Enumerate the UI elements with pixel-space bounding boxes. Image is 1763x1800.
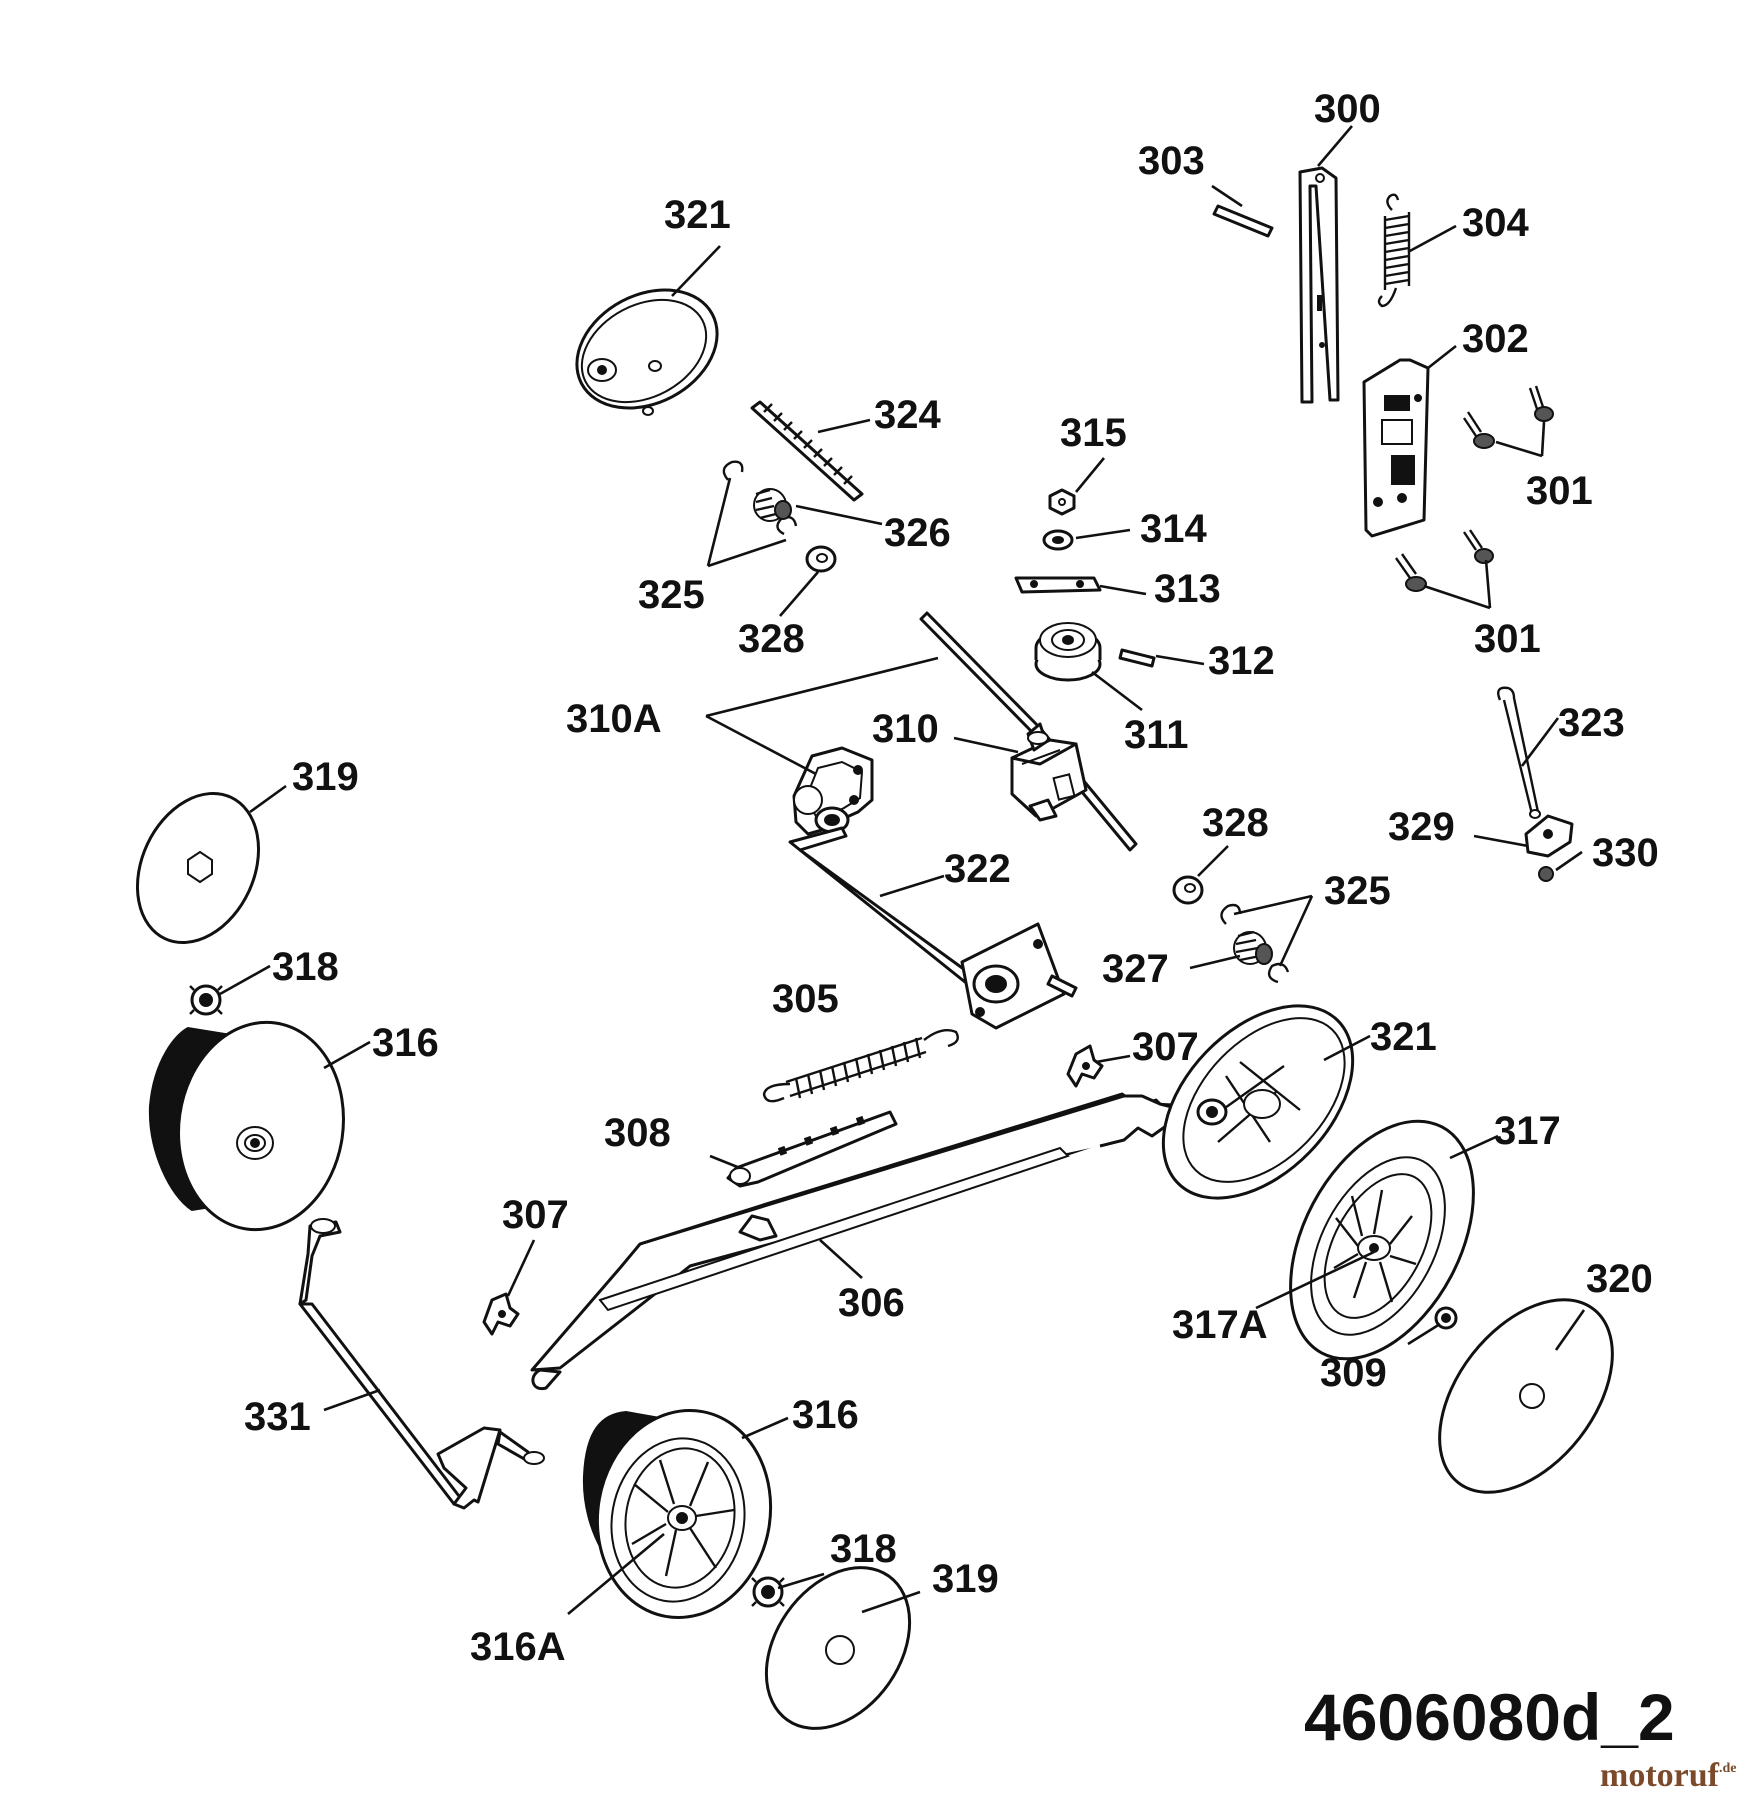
callout-313: 313 — [1154, 567, 1221, 611]
part-318-nut-bottom — [751, 1576, 785, 1608]
callout-328-top: 328 — [738, 617, 805, 661]
part-307-clip-left — [482, 1292, 520, 1336]
callout-300: 300 — [1314, 87, 1381, 131]
callout-324: 324 — [874, 393, 941, 437]
leader-lines — [219, 125, 1586, 1615]
callout-318-left: 318 — [272, 945, 339, 989]
part-330-nut — [1538, 866, 1554, 882]
callout-307-right: 307 — [1132, 1025, 1199, 1069]
callout-316a: 316A — [470, 1625, 566, 1669]
part-318-nut-left — [189, 984, 223, 1016]
callout-329: 329 — [1388, 805, 1455, 849]
callout-301-upper: 301 — [1526, 469, 1593, 513]
part-310a-plate — [792, 746, 874, 836]
callout-316-bottom: 316 — [792, 1393, 859, 1437]
part-320-hubcap-right — [1438, 1298, 1614, 1494]
part-302-plate — [1362, 358, 1430, 538]
callout-309: 309 — [1320, 1351, 1387, 1395]
callout-330: 330 — [1592, 831, 1659, 875]
part-317-wheel-right — [1289, 1119, 1475, 1361]
callout-321-mid: 321 — [1370, 1015, 1437, 1059]
part-300-bracket — [1298, 166, 1340, 404]
callout-316-left: 316 — [372, 1021, 439, 1065]
callout-307-left: 307 — [502, 1193, 569, 1237]
part-306-adjust-rail — [530, 1092, 1202, 1391]
part-310-gearbox — [919, 611, 1138, 852]
part-322-link-rod — [788, 826, 1078, 1030]
callout-310a: 310A — [566, 697, 662, 741]
callout-314: 314 — [1140, 507, 1207, 551]
callout-331: 331 — [244, 1395, 311, 1439]
callout-308: 308 — [604, 1111, 671, 1155]
watermark-suffix: .de — [1719, 1761, 1737, 1776]
part-331-axle — [298, 1218, 545, 1510]
callout-311: 311 — [1124, 713, 1189, 757]
part-329-plate — [1524, 814, 1574, 858]
part-328-washer-top — [805, 545, 837, 573]
callout-305: 305 — [772, 977, 839, 1021]
part-305-spring — [762, 1029, 959, 1103]
part-321-hubcap-top — [575, 288, 719, 416]
callout-303: 303 — [1138, 139, 1205, 183]
part-319-hubcap-left — [135, 791, 261, 945]
callout-315: 315 — [1060, 411, 1127, 455]
callout-302: 302 — [1462, 317, 1529, 361]
callout-310: 310 — [872, 707, 939, 751]
part-324-threaded-rod — [750, 400, 864, 502]
callout-306: 306 — [838, 1281, 905, 1325]
part-304-spring — [1377, 193, 1411, 308]
part-325-clips-mid — [1220, 903, 1290, 984]
callout-321-top: 321 — [664, 193, 731, 237]
drawing-id: 4606080d_2 — [1304, 1680, 1675, 1754]
part-313-key — [1014, 576, 1102, 594]
part-316-wheel-bottom — [582, 1408, 773, 1620]
callout-322: 322 — [944, 847, 1011, 891]
callout-312: 312 — [1208, 639, 1275, 683]
part-309-nut — [1434, 1306, 1458, 1330]
callout-319-left: 319 — [292, 755, 359, 799]
watermark-name: motoruf — [1600, 1757, 1720, 1794]
part-316-wheel-left — [148, 1020, 345, 1232]
part-315-nut — [1048, 488, 1076, 516]
callout-325-top: 325 — [638, 573, 705, 617]
callout-304: 304 — [1462, 201, 1529, 245]
part-328-washer-mid — [1172, 875, 1204, 905]
part-301-screws — [1395, 385, 1554, 592]
part-319-hubcap-bottom — [764, 1566, 912, 1730]
part-314-washer — [1042, 529, 1074, 551]
part-326-bushing — [753, 488, 792, 522]
part-311-pulley — [1034, 622, 1102, 682]
part-327-bushing — [1233, 930, 1273, 965]
part-321-hubcap-mid — [1161, 1004, 1355, 1200]
callout-317a: 317A — [1172, 1303, 1268, 1347]
part-303-pin — [1212, 204, 1274, 238]
callout-328-mid: 328 — [1202, 801, 1269, 845]
callout-317: 317 — [1494, 1109, 1561, 1153]
callout-323: 323 — [1558, 701, 1625, 745]
callout-325-mid: 325 — [1324, 869, 1391, 913]
callout-301-lower: 301 — [1474, 617, 1541, 661]
watermark-logo: motoruf.de — [1600, 1757, 1736, 1794]
callout-318-bottom: 318 — [830, 1527, 897, 1571]
callout-327: 327 — [1102, 947, 1169, 991]
part-323-hook-rod — [1497, 686, 1541, 819]
callout-326: 326 — [884, 511, 951, 555]
callout-320: 320 — [1586, 1257, 1653, 1301]
callout-319-bottom: 319 — [932, 1557, 999, 1601]
part-312-pin — [1118, 648, 1156, 668]
part-307-clip-right — [1066, 1044, 1104, 1088]
